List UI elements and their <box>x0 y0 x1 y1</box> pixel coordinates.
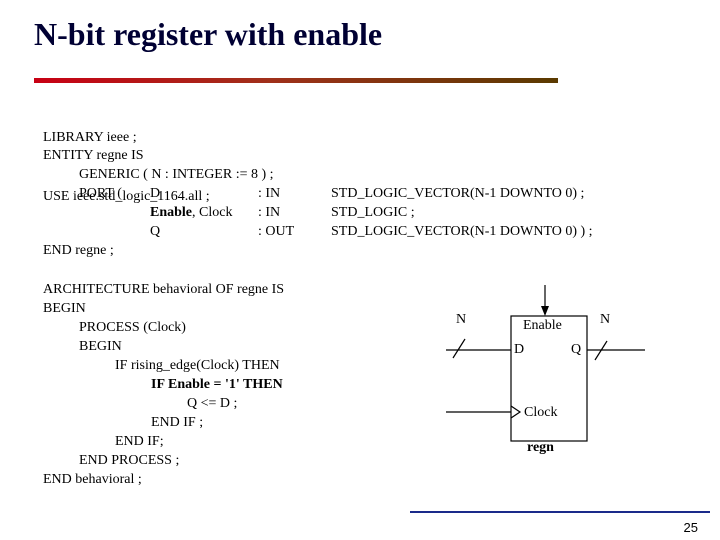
entity-line: ENTITY regne IS <box>43 148 144 163</box>
port-q-type: STD_LOGIC_VECTOR(N-1 DOWNTO 0) ) ; <box>331 224 593 239</box>
port-open: PORT ( <box>79 186 122 201</box>
generic-line: GENERIC ( N : INTEGER := 8 ) ; <box>79 167 274 182</box>
port-q-dir: : OUT <box>258 224 295 239</box>
process-line: PROCESS (Clock) <box>79 320 186 335</box>
enable-label: Enable <box>523 318 562 333</box>
architecture-line: ARCHITECTURE behavioral OF regne IS <box>43 282 285 297</box>
slide-title: N-bit register with enable <box>34 16 383 52</box>
port-enable-type: STD_LOGIC ; <box>331 205 415 220</box>
port-clock-name: , Clock <box>192 205 233 220</box>
footer-divider <box>410 511 710 513</box>
begin-line: BEGIN <box>43 301 86 316</box>
page-number: 25 <box>683 520 698 535</box>
enable-arrowhead <box>541 306 549 316</box>
clock-triangle <box>510 405 522 419</box>
n-left-label: N <box>456 312 467 327</box>
port-d-type: STD_LOGIC_VECTOR(N-1 DOWNTO 0) ; <box>331 186 585 201</box>
end-process-line: END PROCESS ; <box>79 453 180 468</box>
d-label: D <box>514 342 525 357</box>
d-bus-slash <box>452 338 466 359</box>
port-d-name: D <box>150 186 161 201</box>
process-begin-line: BEGIN <box>79 339 122 354</box>
title-underline <box>34 78 558 83</box>
end-behavioral-line: END behavioral ; <box>43 472 142 487</box>
end-if-inner-line: END IF ; <box>151 415 204 430</box>
port-enable-name: Enable <box>150 205 193 220</box>
q-label: Q <box>571 342 582 357</box>
port-q-name: Q <box>150 224 161 239</box>
n-right-label: N <box>600 312 611 327</box>
q-bus-slash <box>594 340 608 361</box>
if-enable-line: IF Enable = '1' THEN <box>151 377 283 392</box>
use-line: USE ieee.std_logic_1164.all ; <box>43 188 210 204</box>
register-box <box>510 315 588 442</box>
library-block: LIBRARY ieee ; USE ieee.std_logic_1164.a… <box>43 89 210 226</box>
port-enable-dir: : IN <box>258 205 281 220</box>
clock-label: Clock <box>524 405 558 420</box>
port-enable-clock-name: Enable, Clock <box>150 205 232 221</box>
library-line: LIBRARY ieee ; <box>43 130 137 145</box>
end-if-outer-line: END IF; <box>115 434 164 449</box>
if-rising-edge-line: IF rising_edge(Clock) THEN <box>115 358 280 373</box>
end-entity-line: END regne ; <box>43 243 114 258</box>
assign-line: Q <= D ; <box>187 396 238 411</box>
register-name-label: regn <box>527 440 554 455</box>
port-d-dir: : IN <box>258 186 281 201</box>
